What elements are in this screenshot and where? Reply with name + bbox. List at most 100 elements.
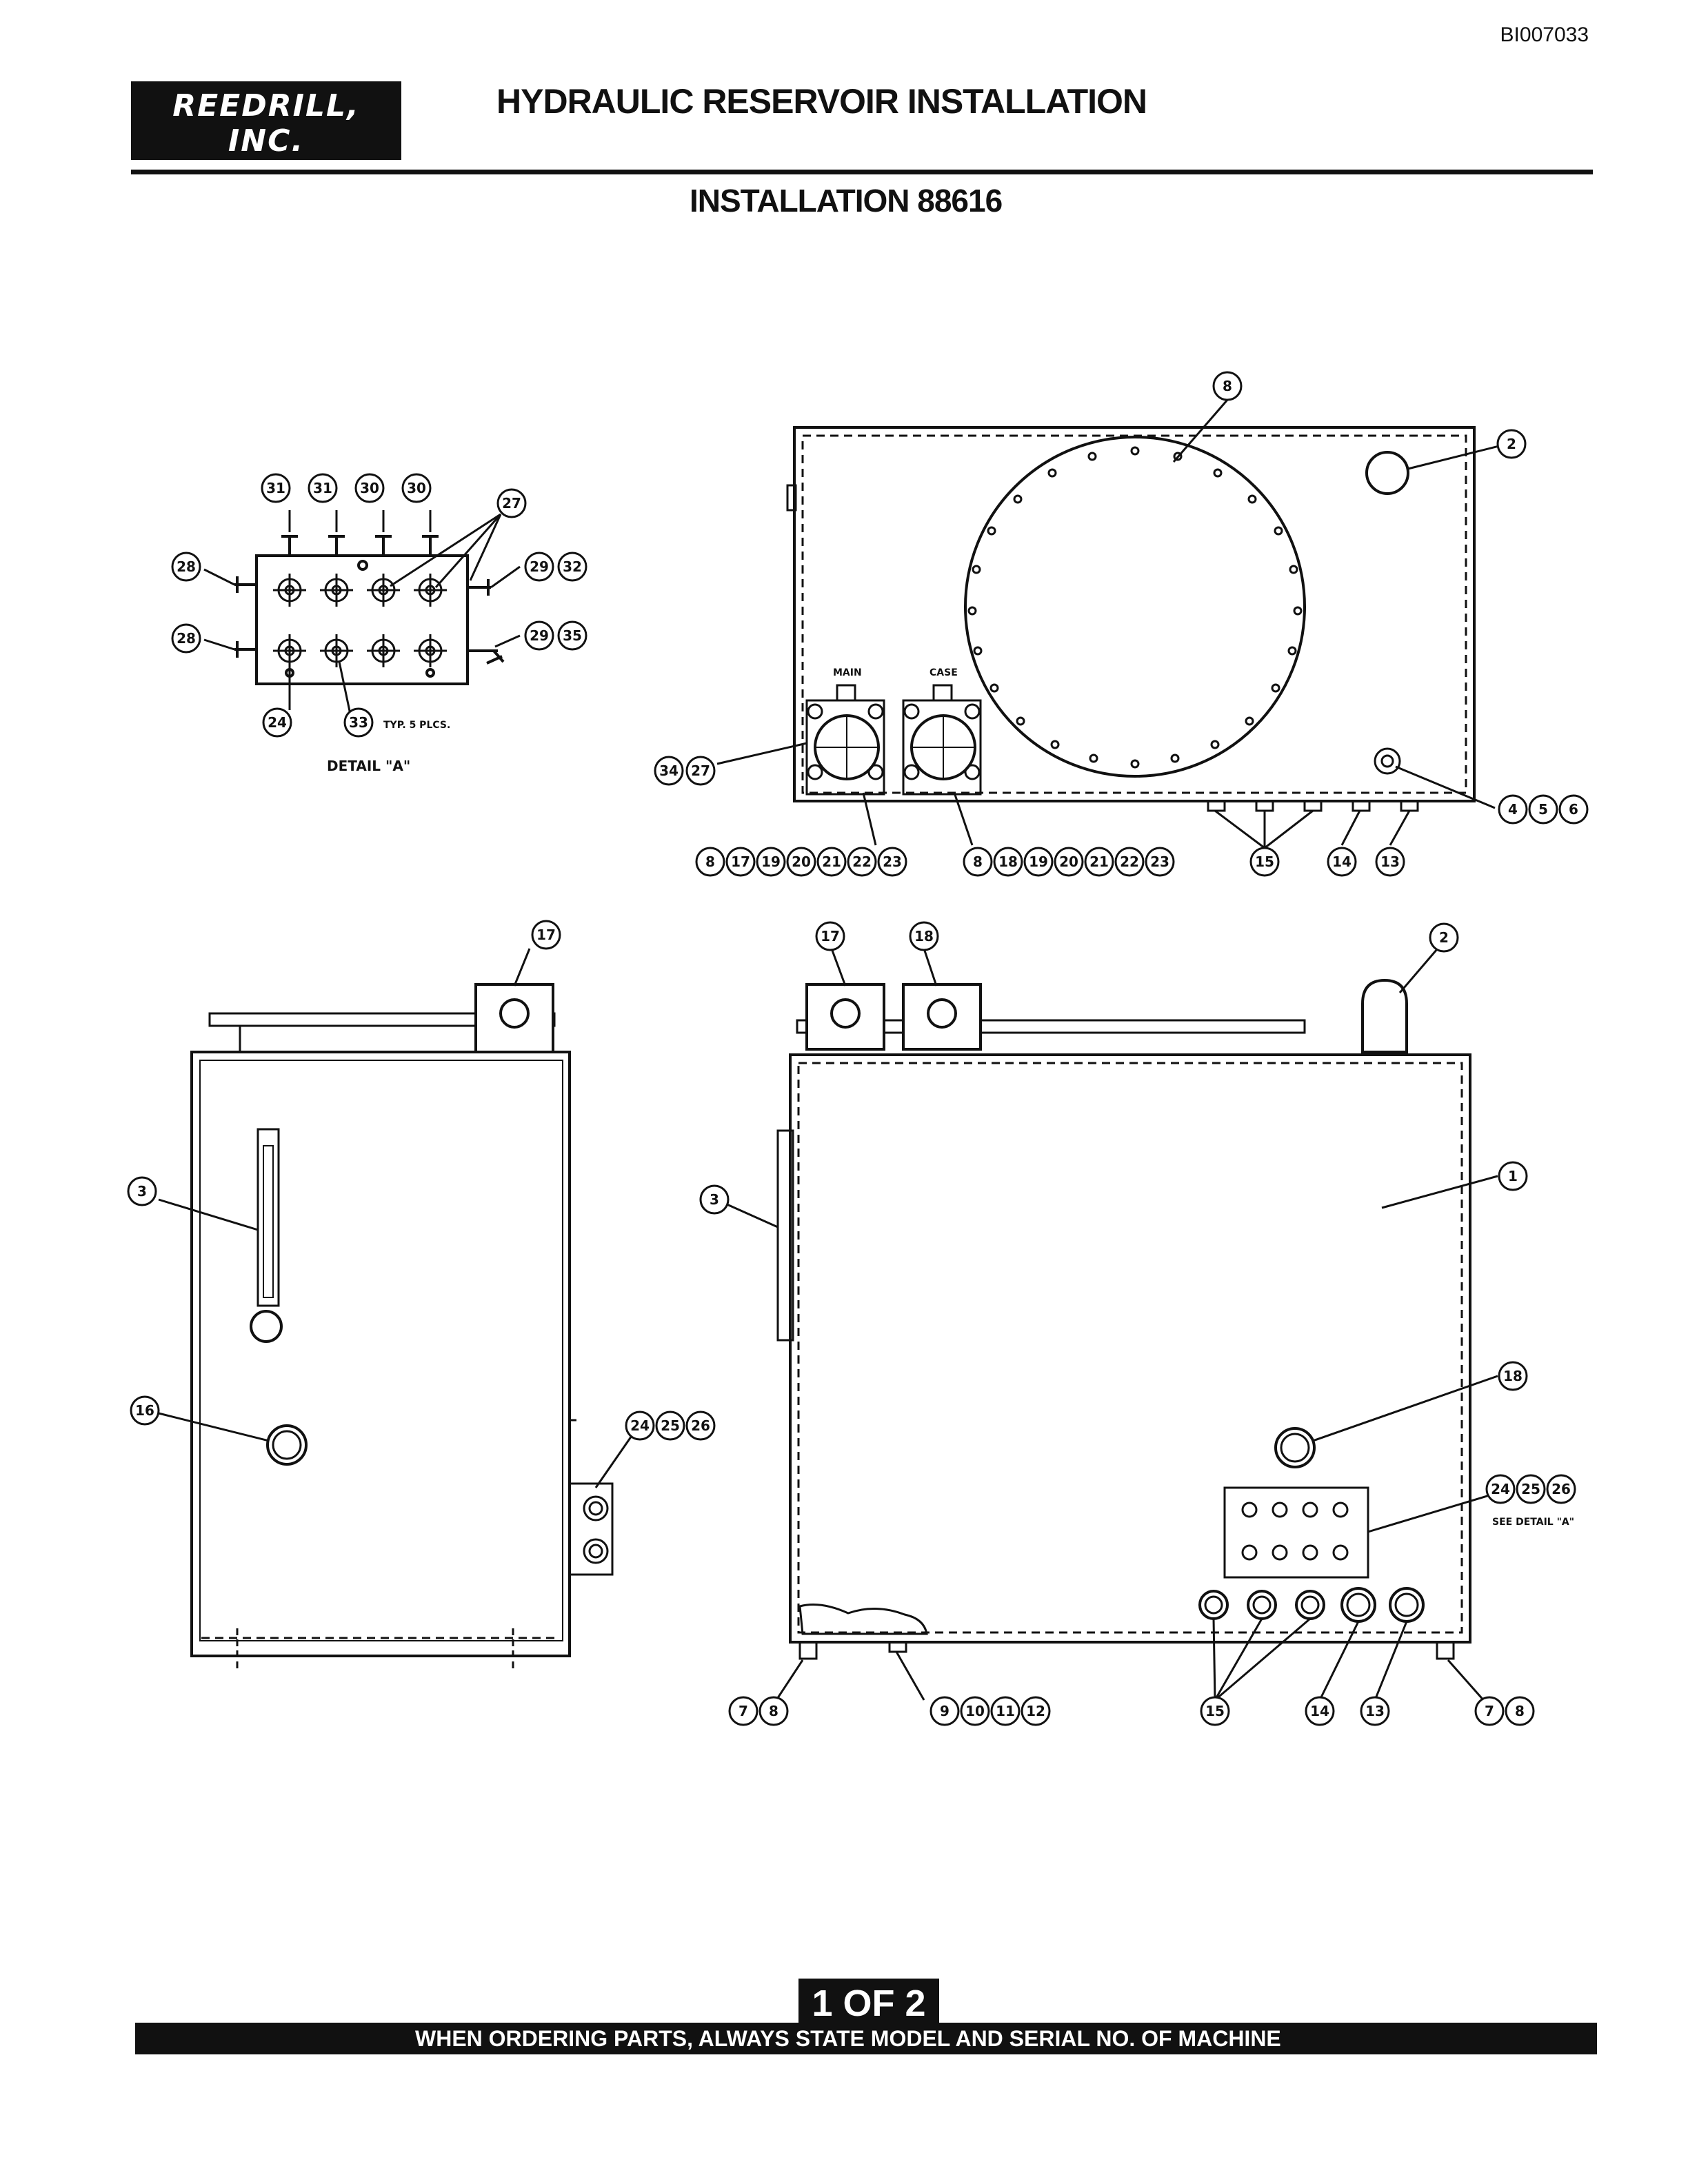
callout-balloon [877, 847, 907, 877]
callout-number: 12 [1026, 1703, 1045, 1719]
callout-balloon [557, 620, 587, 651]
callout-balloon [963, 847, 993, 877]
side-view [158, 948, 634, 1668]
footer-notice-bar: WHEN ORDERING PARTS, ALWAYS STATE MODEL … [135, 2023, 1597, 2054]
callout-number: 17 [536, 927, 556, 943]
access-cover [964, 436, 1306, 778]
callout-balloon [728, 1696, 758, 1726]
callout-number: 3 [710, 1191, 719, 1208]
callout-number: 10 [965, 1703, 985, 1719]
callout-number: 7 [738, 1703, 748, 1719]
header-rule [131, 170, 1593, 174]
callout-number: 23 [1150, 853, 1169, 870]
page-indicator: 1 OF 2 [798, 1979, 939, 2027]
side-manifold [568, 1482, 614, 1576]
callout-balloon [1114, 847, 1145, 877]
callout-number: 26 [691, 1417, 710, 1434]
callout-number: 16 [135, 1402, 154, 1419]
callout-balloon [531, 920, 561, 950]
callout-balloon [1546, 1474, 1576, 1504]
front-view: SEE DETAIL "A" [725, 944, 1574, 1709]
front-view-top-rail [796, 1019, 1306, 1034]
callout-number: 8 [1223, 378, 1232, 394]
callout-balloon [695, 847, 725, 877]
callout-number: 24 [1491, 1481, 1510, 1497]
callout-balloon [1498, 1361, 1528, 1391]
callout-number: 9 [940, 1703, 950, 1719]
callout-number: 18 [1503, 1368, 1523, 1384]
callout-number: 24 [268, 714, 287, 731]
callout-balloon [1498, 794, 1528, 825]
side-view-tank [190, 1051, 571, 1657]
callout-balloon [524, 552, 554, 582]
callout-balloon [655, 1410, 685, 1441]
filter-main [805, 684, 885, 796]
cover-bolts [967, 446, 1303, 769]
callout-balloon [909, 921, 939, 951]
callout-balloon [1200, 1696, 1230, 1726]
callout-number: 34 [659, 762, 679, 779]
page-title: HYDRAULIC RESERVOIR INSTALLATION [496, 82, 1147, 121]
callout-balloon [960, 1696, 990, 1726]
callout-number: 28 [177, 558, 196, 575]
callout-balloon [1516, 1474, 1546, 1504]
callout-number: 22 [852, 853, 872, 870]
callout-balloon [990, 1696, 1021, 1726]
top-view-outline [793, 426, 1476, 802]
callout-number: 18 [998, 853, 1018, 870]
label-case: CASE [930, 667, 958, 678]
callout-number: 1 [1508, 1168, 1518, 1184]
callout-number: 31 [313, 480, 332, 496]
callout-number: 8 [705, 853, 715, 870]
side-temperature-gauge [266, 1424, 308, 1466]
callout-balloon [758, 1696, 789, 1726]
front-drain-breakout [798, 1604, 928, 1635]
callout-number: 27 [502, 495, 521, 512]
callout-number: 17 [821, 928, 840, 944]
breather-cap [1365, 451, 1409, 495]
callout-number: 8 [1515, 1703, 1525, 1719]
callout-balloon [815, 921, 845, 951]
callout-balloon [1558, 794, 1589, 825]
callout-balloon [725, 847, 756, 877]
callout-balloon [1360, 1696, 1390, 1726]
front-fittings [1198, 1587, 1425, 1623]
detail-a-typ-note: TYP. 5 PLCS. [383, 720, 450, 731]
callout-number: 2 [1507, 436, 1516, 452]
callout-balloon [1498, 1161, 1528, 1191]
callout-number: 19 [1029, 853, 1048, 870]
callout-balloon [1474, 1696, 1505, 1726]
callout-number: 23 [883, 853, 902, 870]
callout-balloon [1327, 847, 1357, 877]
callout-number: 14 [1332, 853, 1352, 870]
callout-number: 4 [1508, 801, 1518, 818]
callout-number: 30 [360, 480, 379, 496]
top-view: MAIN CASE [716, 399, 1508, 849]
callout-balloon [685, 756, 716, 786]
callout-balloon [496, 488, 527, 518]
callout-number: 13 [1380, 853, 1400, 870]
callout-balloon [847, 847, 877, 877]
callout-number: 35 [563, 627, 582, 644]
callout-balloon [1305, 1696, 1335, 1726]
callout-number: 29 [530, 558, 549, 575]
callout-number: 13 [1365, 1703, 1385, 1719]
callout-number: 21 [822, 853, 841, 870]
callout-balloon [130, 1395, 160, 1426]
callout-number: 29 [530, 627, 549, 644]
callout-balloon [930, 1696, 960, 1726]
callout-balloon [354, 473, 385, 503]
callout-balloon [1249, 847, 1280, 877]
label-main: MAIN [833, 667, 862, 678]
callout-balloon [171, 623, 201, 654]
front-sight-gauge [776, 1129, 794, 1342]
callout-number: 30 [407, 480, 426, 496]
callout-balloon [685, 1410, 716, 1441]
callout-balloon [1212, 371, 1243, 401]
callout-number: 11 [996, 1703, 1015, 1719]
callout-balloon [127, 1176, 157, 1206]
manifold-block [255, 554, 469, 685]
callout-number: 26 [1551, 1481, 1571, 1497]
